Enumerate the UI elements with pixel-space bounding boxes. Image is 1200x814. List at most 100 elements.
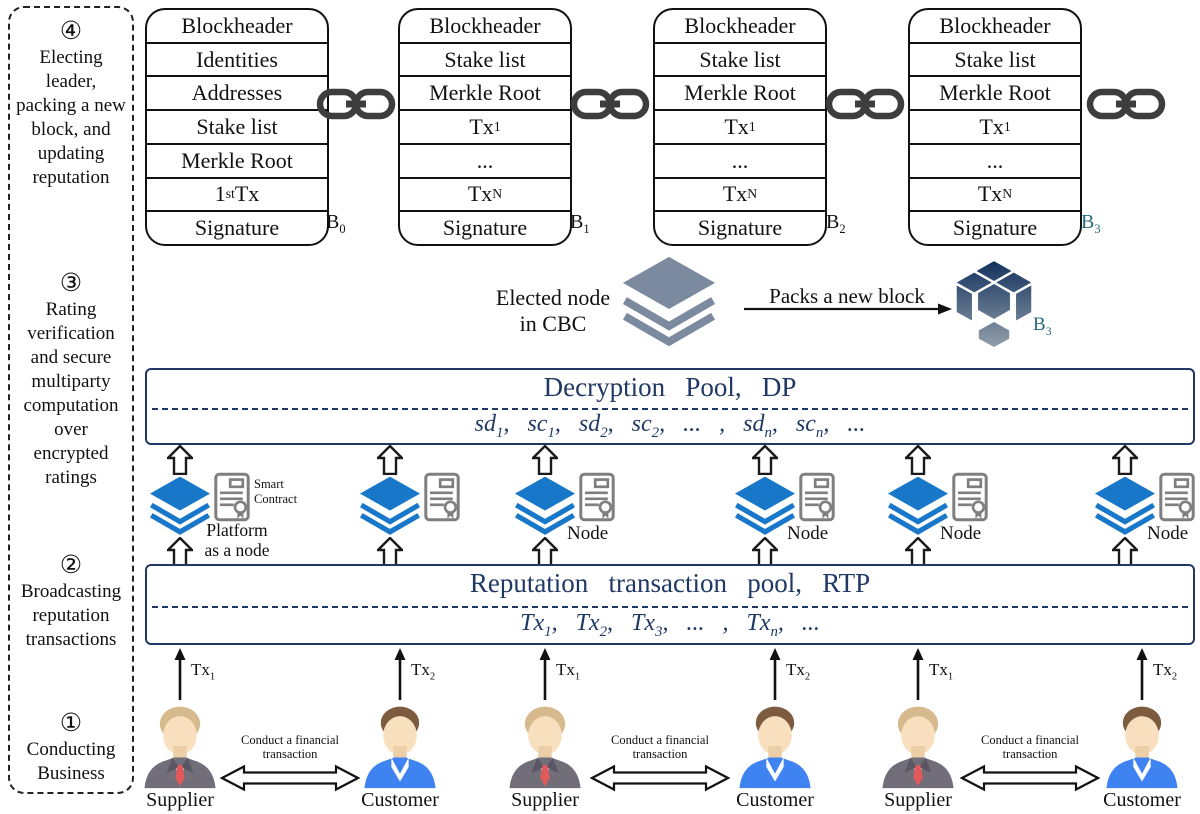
rtp-content: Tx1, Tx2, Tx3, ... , Txn, ... [520, 610, 820, 640]
step-1-number: ① [59, 710, 83, 737]
tx-arrow [393, 648, 407, 700]
block-b0: Blockheader Identities Addresses Stake l… [145, 8, 329, 246]
arrow-up-icon [377, 537, 403, 567]
step-2-text: Broadcasting reputation transactions [20, 581, 122, 650]
pool-divider [152, 408, 1188, 410]
arrow-up-icon [752, 445, 778, 475]
block-row: Stake list [147, 109, 327, 143]
smart-contract-icon [799, 472, 835, 522]
block-row: Merkle Root [147, 142, 327, 177]
chain-link-icon [1086, 85, 1166, 123]
tx-label: Tx2 [1153, 660, 1178, 683]
block-row: ... [910, 142, 1080, 177]
step-1: ① Conducting Business [10, 710, 132, 786]
arrow-up-icon [532, 445, 558, 475]
block-row: ... [400, 142, 570, 177]
supplier-avatar [509, 706, 581, 789]
cube-b3-label: B3 [1033, 314, 1052, 338]
node-caption: Node [787, 523, 829, 544]
customer-avatar [739, 706, 811, 789]
customer-avatar [364, 706, 436, 789]
supplier-avatar [144, 706, 216, 789]
arrow-up-icon [905, 445, 931, 475]
decryption-pool: Decryption Pool, DP sd1, sc1, sd2, sc2, … [145, 368, 1195, 445]
arrow-up-icon [752, 537, 778, 567]
step-4-text: Electing leader, packing a new block, an… [16, 47, 126, 188]
supplier-label: Supplier [884, 789, 952, 811]
financial-transaction-label: Conduct a financial transaction [981, 733, 1079, 761]
block-row: Signature [655, 210, 825, 244]
pool-divider [152, 606, 1188, 608]
step-2-number: ② [59, 552, 83, 579]
block-row: Signature [147, 210, 327, 244]
block-b0-label: B0 [326, 211, 346, 236]
smart-contract-icon [579, 472, 615, 522]
block-row: Blockheader [684, 12, 796, 38]
decryption-pool-title: Decryption Pool, DP [543, 372, 797, 402]
financial-transaction-label: Conduct a financial transaction [611, 733, 709, 761]
block-row: Merkle Root [655, 75, 825, 109]
customer-label: Customer [736, 789, 814, 811]
smart-contract-icon [952, 472, 988, 522]
block-row: Blockheader [181, 12, 293, 38]
block-row: Addresses [147, 75, 327, 109]
node-caption: Node [567, 523, 609, 544]
rtp-title: Reputation transaction pool, RTP [469, 568, 871, 598]
chain-link-icon [825, 85, 905, 123]
step-3-number: ③ [59, 270, 83, 297]
arrow-up-icon [1112, 445, 1138, 475]
block-row: Merkle Root [910, 75, 1080, 109]
block-row: Identities [147, 41, 327, 76]
reputation-transaction-pool: Reputation transaction pool, RTP Tx1, Tx… [145, 564, 1195, 645]
block-row: Stake list [400, 41, 570, 76]
tx-arrow [911, 648, 925, 700]
tx-arrow [538, 648, 552, 700]
step-4-number: ④ [59, 18, 83, 45]
arrow-up-icon [377, 445, 403, 475]
block-row: Blockheader [429, 12, 541, 38]
tx-arrow [173, 648, 187, 700]
chain-link-icon [570, 85, 650, 123]
arrow-up-icon [905, 537, 931, 567]
smart-contract-label: Smart Contract [254, 477, 298, 506]
customer-label: Customer [361, 789, 439, 811]
customer-avatar [1106, 706, 1178, 789]
block-row: Signature [400, 210, 570, 244]
node-caption: Node [1147, 523, 1189, 544]
block-row: Blockheader [939, 12, 1051, 38]
smart-contract-icon [1159, 472, 1195, 522]
smart-contract-icon [424, 472, 460, 522]
packs-new-block-label: Packs a new block [769, 284, 925, 308]
arrow-up-icon [167, 445, 193, 475]
block-b3-label: B3 [1081, 211, 1101, 236]
node-layers-icon [358, 477, 422, 537]
block-row: Signature [910, 210, 1080, 244]
tx-label: Tx1 [929, 660, 954, 683]
block-row: ... [655, 142, 825, 177]
arrow-up-icon [1112, 537, 1138, 567]
tx-label: Tx1 [191, 660, 216, 683]
financial-transaction-arrow [590, 765, 730, 791]
supplier-label: Supplier [511, 789, 579, 811]
step-1-text: Conducting Business [26, 739, 116, 784]
node-caption: Node [940, 523, 982, 544]
decryption-pool-content: sd1, sc1, sd2, sc2, ... , sdn, scn, ... [474, 411, 866, 441]
tx-label: Tx2 [411, 660, 436, 683]
chain-link-icon [316, 85, 396, 123]
tx-arrow [1135, 648, 1149, 700]
block-row: Stake list [655, 41, 825, 76]
supplier-avatar [882, 706, 954, 789]
step-3-text: Rating verification and secure multipart… [23, 299, 119, 488]
smart-contract-icon [214, 472, 250, 522]
block-b1-label: B1 [570, 211, 590, 236]
